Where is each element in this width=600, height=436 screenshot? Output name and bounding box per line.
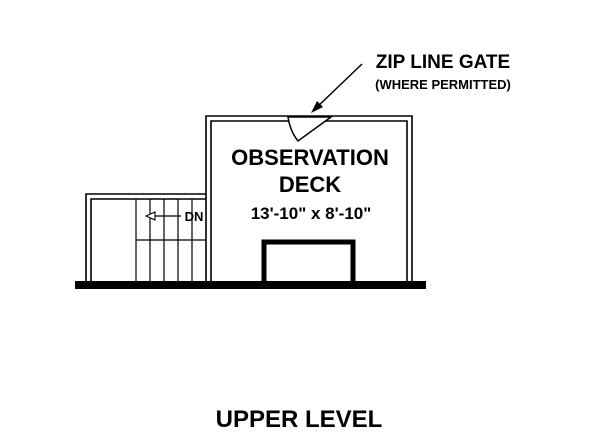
floor-line [75, 281, 426, 289]
stair-wall-outer [85, 193, 206, 282]
room-dimensions: 13'-10" x 8'-10" [251, 204, 372, 223]
stair-direction-arrow [144, 211, 181, 221]
zip-line-gate [287, 116, 334, 143]
stair-wall-inner [90, 198, 206, 282]
callout-title: ZIP LINE GATE [376, 52, 510, 73]
stair-label: DN [185, 209, 204, 224]
level-title: UPPER LEVEL [216, 406, 383, 433]
bench-outline [261, 239, 356, 282]
room-name-line2: DECK [279, 172, 341, 197]
deck-wall-outer [205, 115, 413, 282]
bench [261, 239, 356, 282]
leader-arrowhead [311, 101, 323, 113]
gate-swing-arc [287, 116, 334, 143]
leader-line [314, 63, 363, 110]
room-name-line1: OBSERVATION [231, 145, 389, 170]
gate-leader [311, 63, 363, 113]
callout-subtitle: (WHERE PERMITTED) [375, 77, 511, 92]
stair-walls [85, 193, 206, 282]
deck-walls [205, 115, 413, 282]
